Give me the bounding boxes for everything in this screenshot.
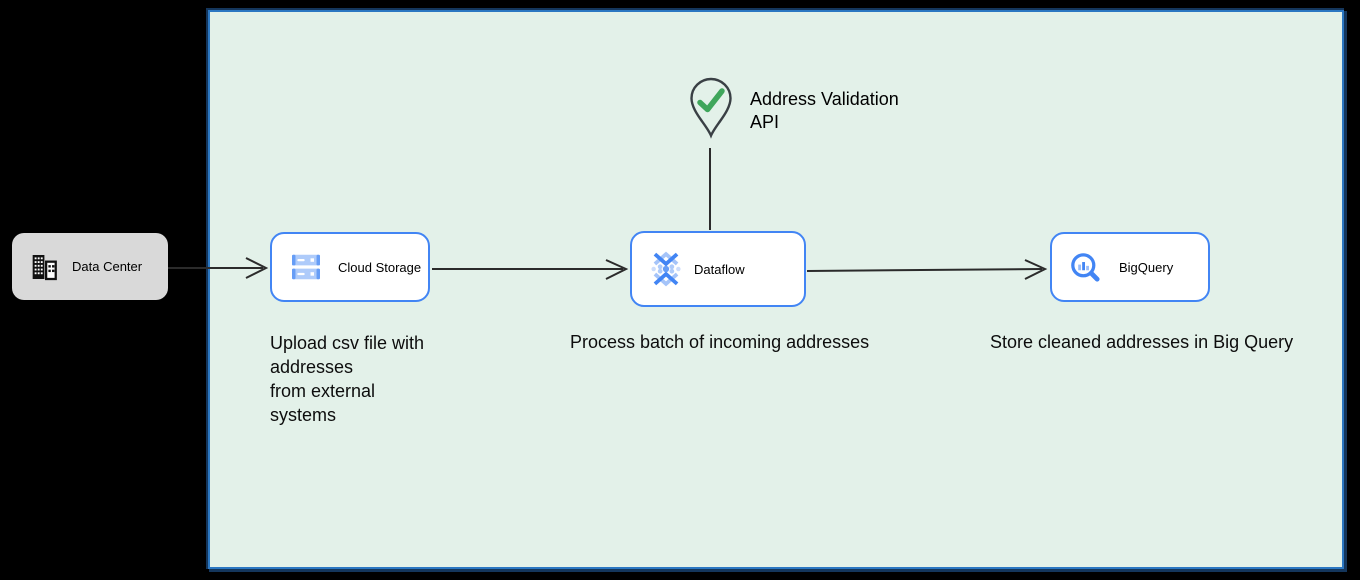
node-data-center[interactable]: Data Center xyxy=(12,233,168,300)
node-cloud-storage[interactable]: Cloud Storage xyxy=(270,232,430,302)
address-validation-callout[interactable] xyxy=(688,77,734,139)
address-validation-label: Address Validation API xyxy=(750,89,899,132)
annotation-store-bigquery: Store cleaned addresses in Big Query xyxy=(990,332,1294,352)
building-icon xyxy=(32,254,57,280)
cloud-storage-icon xyxy=(292,254,320,280)
node-label: Data Center xyxy=(72,259,143,274)
dataflow-icon xyxy=(651,251,681,287)
node-label: Dataflow xyxy=(694,261,745,277)
annotation-process-batch: Process batch of incoming addresses xyxy=(570,332,870,352)
node-label: Cloud Storage xyxy=(338,259,422,275)
node-label: BigQuery xyxy=(1119,259,1174,275)
location-pin-check-icon xyxy=(690,77,732,139)
bigquery-icon xyxy=(1071,253,1100,282)
node-dataflow[interactable]: Dataflow xyxy=(630,231,806,307)
node-bigquery[interactable]: BigQuery xyxy=(1050,232,1210,302)
annotation-upload-csv: Upload csv file with addresses from exte… xyxy=(270,333,425,425)
